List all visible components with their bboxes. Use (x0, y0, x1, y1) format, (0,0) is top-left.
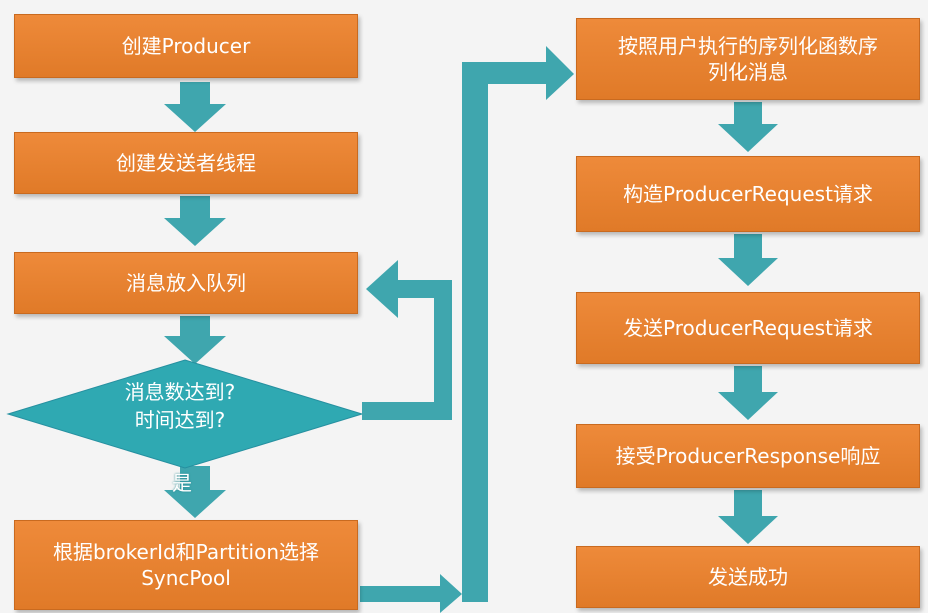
decision-text: 消息数达到? 时间达到? (60, 378, 300, 448)
loop-back-arrow (362, 260, 452, 420)
select-syncpool-line-1: 根据brokerId和Partition选择 (52, 540, 320, 564)
send-request-label: 发送ProducerRequest请求 (623, 316, 873, 340)
send-success-label: 发送成功 (708, 565, 788, 589)
build-request-box: 构造ProducerRequest请求 (576, 156, 920, 232)
arrow-right-bottom (360, 574, 462, 613)
vertical-connector (462, 62, 488, 602)
arrow-down-r1 (718, 102, 778, 152)
arrow-down-3 (164, 316, 226, 364)
receive-response-box: 接受ProducerResponse响应 (576, 424, 920, 488)
receive-response-label: 接受ProducerResponse响应 (615, 444, 881, 468)
create-sender-thread-label: 创建发送者线程 (116, 151, 256, 175)
arrow-down-r2 (718, 234, 778, 286)
decision-line-1: 消息数达到? (124, 380, 236, 404)
put-in-queue-box: 消息放入队列 (14, 252, 358, 314)
serialize-line-2: 列化消息 (708, 60, 788, 84)
select-syncpool-box: 根据brokerId和Partition选择 SyncPool (14, 520, 358, 610)
put-in-queue-label: 消息放入队列 (126, 271, 246, 295)
create-producer-label: 创建Producer (121, 34, 251, 58)
arrow-right-top (488, 46, 574, 100)
arrow-down-1 (164, 82, 226, 132)
select-syncpool-line-2: SyncPool (141, 566, 231, 590)
arrow-down-yes (164, 466, 226, 518)
decision-line-2: 时间达到? (134, 408, 226, 432)
send-request-box: 发送ProducerRequest请求 (576, 292, 920, 364)
serialize-line-1: 按照用户执行的序列化函数序 (618, 34, 878, 58)
arrow-down-r3 (718, 366, 778, 420)
yes-label: 是 (172, 471, 192, 495)
send-success-box: 发送成功 (576, 546, 920, 608)
create-producer-box: 创建Producer (14, 14, 358, 78)
serialize-box: 按照用户执行的序列化函数序 列化消息 (576, 18, 920, 100)
arrow-down-r4 (718, 490, 778, 544)
arrow-down-2 (164, 196, 226, 246)
create-sender-thread-box: 创建发送者线程 (14, 132, 358, 194)
decision-diamond (6, 359, 364, 469)
build-request-label: 构造ProducerRequest请求 (623, 182, 873, 206)
